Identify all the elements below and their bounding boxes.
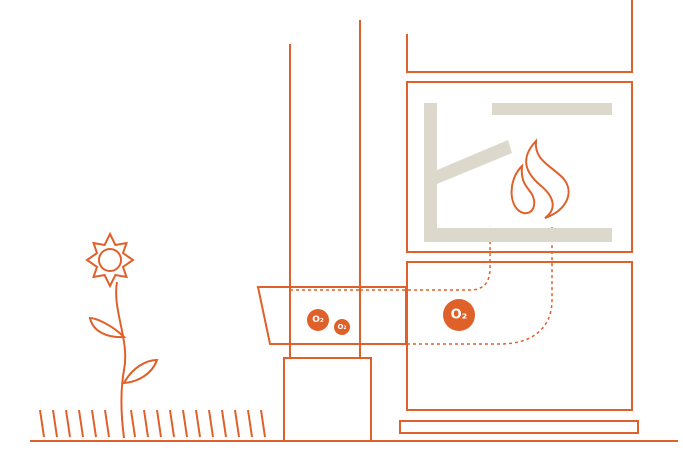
flower bbox=[85, 231, 159, 439]
flower-leaf-right bbox=[122, 358, 159, 385]
svg-text:O₂: O₂ bbox=[312, 315, 324, 325]
o2-badge-small-a: O₂ bbox=[307, 309, 329, 331]
air-flow-paths bbox=[290, 226, 553, 345]
air-intake-box bbox=[256, 286, 407, 345]
flower-leaf-left bbox=[88, 316, 127, 339]
stove-lower-cabinet bbox=[406, 261, 633, 411]
flower-center bbox=[98, 248, 122, 272]
stove-firebox bbox=[406, 81, 633, 253]
svg-text:O₂: O₂ bbox=[451, 308, 468, 323]
grass bbox=[39, 409, 266, 438]
svg-text:O₂: O₂ bbox=[337, 323, 346, 331]
flower-stem bbox=[115, 281, 127, 439]
stove-plinth bbox=[399, 420, 639, 434]
o2-badge-small-b: O₂ bbox=[334, 319, 350, 335]
flower-petals bbox=[85, 231, 135, 289]
o2-badge-large: O₂ bbox=[443, 299, 475, 331]
stove-base-block bbox=[283, 357, 372, 442]
flame-icon bbox=[510, 138, 570, 219]
firebrick-lining bbox=[424, 103, 612, 242]
stove-top-section bbox=[406, 0, 633, 73]
